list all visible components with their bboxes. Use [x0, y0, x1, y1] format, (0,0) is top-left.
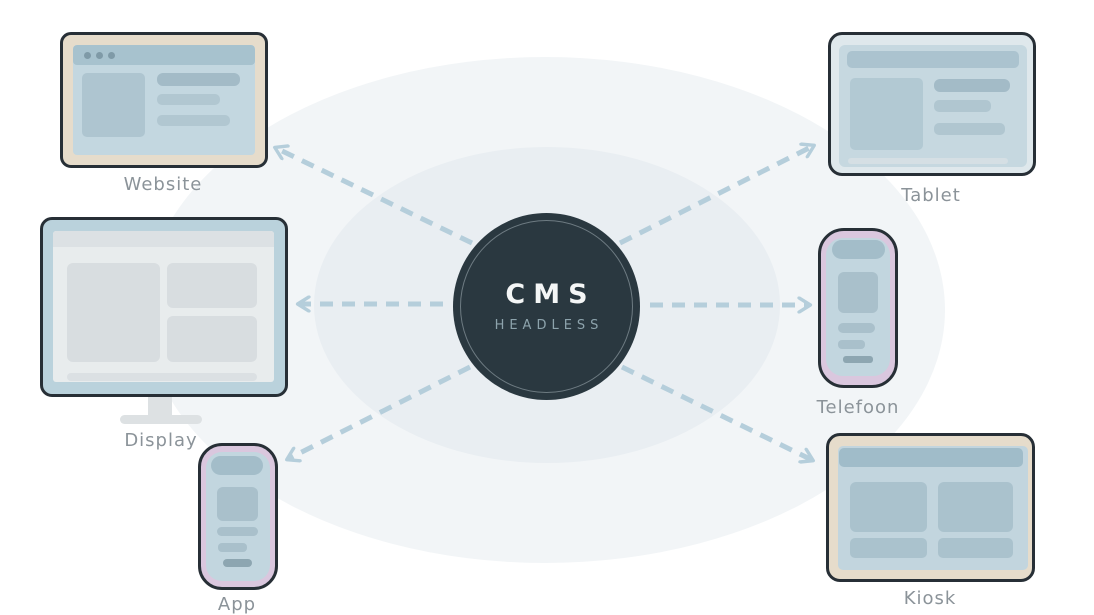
telefoon-notch-pill	[832, 240, 885, 259]
monitor-stand-neck	[148, 395, 172, 417]
display-panel-block	[167, 316, 257, 362]
connector-to-website	[276, 148, 474, 246]
website-text-line	[157, 73, 240, 86]
app-notch-pill	[211, 456, 263, 475]
display-panel-block	[167, 263, 257, 308]
kiosk-header-bar	[839, 448, 1023, 467]
tablet-header-bar	[847, 51, 1019, 68]
device-app	[198, 443, 278, 590]
kiosk-tile-block	[938, 482, 1013, 532]
browser-dot-icon	[96, 51, 103, 59]
display-footer-strip	[67, 373, 257, 381]
device-label-app: App	[217, 594, 257, 615]
connector-to-kiosk	[620, 364, 812, 460]
display-screen	[53, 231, 274, 382]
tablet-screen	[839, 45, 1027, 167]
app-image-block	[217, 487, 258, 521]
hub-inner-ring	[460, 220, 633, 393]
device-label-kiosk: Kiosk	[903, 588, 957, 609]
app-text-line	[223, 559, 252, 567]
browser-dot-icon	[84, 51, 91, 59]
website-browser-bar	[73, 45, 255, 65]
app-text-line	[218, 543, 247, 552]
device-label-telefoon: Telefoon	[816, 397, 900, 418]
device-telefoon	[818, 228, 898, 388]
telefoon-image-block	[838, 272, 878, 313]
device-tablet	[828, 32, 1036, 176]
kiosk-button-bar	[850, 538, 927, 558]
telefoon-text-line	[838, 340, 865, 349]
tablet-text-line	[934, 123, 1005, 135]
tablet-text-line	[934, 100, 991, 112]
cms-hub-circle: CMS HEADLESS	[453, 213, 640, 400]
kiosk-screen	[838, 446, 1028, 570]
device-label-tablet: Tablet	[901, 185, 961, 206]
display-image-block	[67, 263, 160, 362]
website-screen	[73, 45, 255, 155]
app-text-line	[217, 527, 258, 536]
device-website	[60, 32, 268, 168]
website-text-line	[157, 115, 230, 126]
tablet-bottom-strip	[848, 158, 1008, 164]
monitor-stand-base	[120, 415, 202, 424]
connector-to-tablet	[618, 146, 813, 246]
browser-dot-icon	[108, 51, 115, 59]
kiosk-button-bar	[938, 538, 1013, 558]
website-text-line	[157, 94, 220, 105]
tablet-text-line	[934, 79, 1010, 92]
telefoon-text-line	[843, 356, 873, 363]
connector-to-app	[288, 364, 472, 459]
display-header-bar	[53, 231, 274, 247]
telefoon-screen	[826, 238, 890, 376]
device-label-display: Display	[124, 430, 198, 451]
telefoon-text-line	[838, 323, 875, 333]
device-display	[40, 217, 288, 397]
device-label-website: Website	[123, 174, 203, 195]
website-image-block	[82, 73, 145, 137]
app-screen	[206, 452, 270, 581]
tablet-image-block	[850, 78, 923, 150]
kiosk-tile-block	[850, 482, 927, 532]
device-kiosk	[826, 433, 1035, 582]
